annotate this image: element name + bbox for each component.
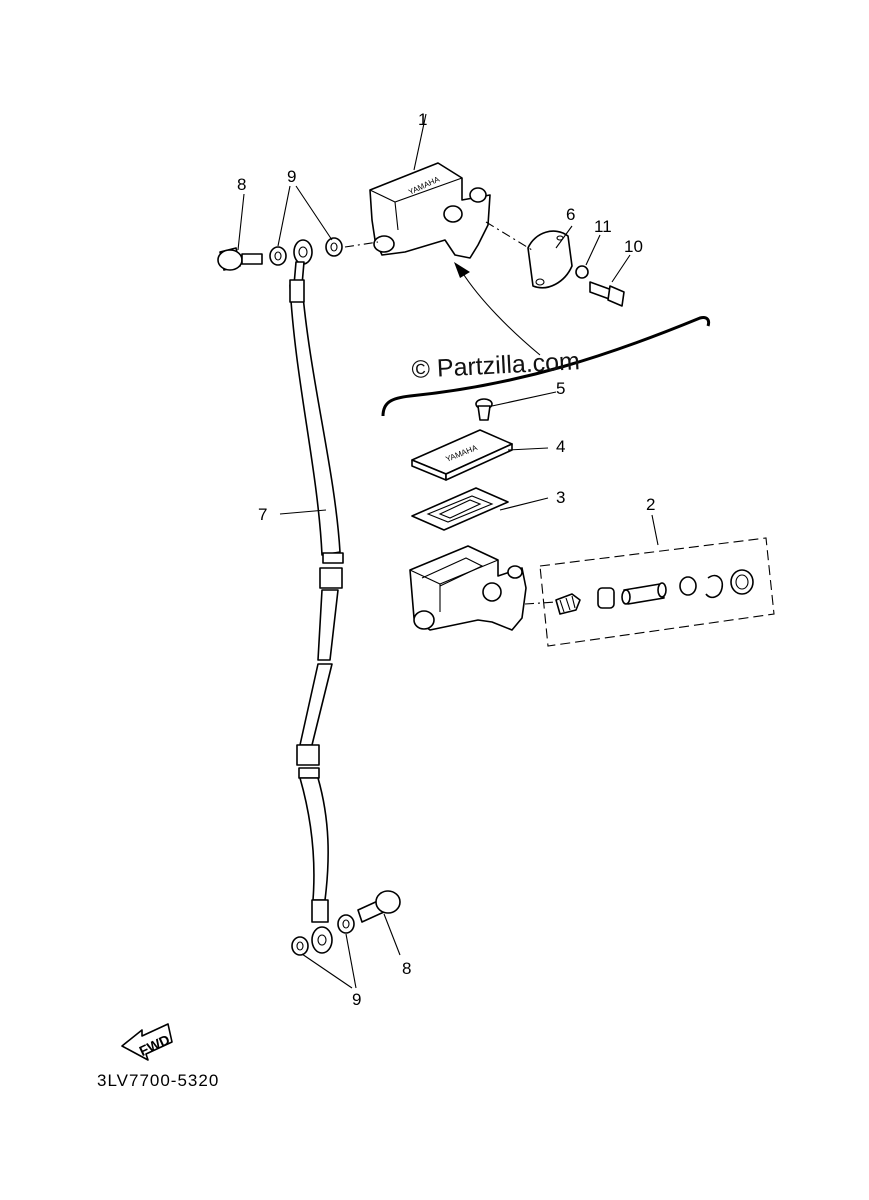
callout-8-top: 8 xyxy=(237,175,246,194)
hose-banjo-bottom[interactable] xyxy=(311,926,333,954)
master-cylinder-body[interactable] xyxy=(409,545,527,631)
callout-9-bottom: 9 xyxy=(352,990,361,1009)
crush-washer-bottom-left[interactable] xyxy=(291,936,309,956)
callout-8-bottom: 8 xyxy=(402,959,411,978)
callout-7: 7 xyxy=(258,505,267,524)
piston-kit-parts[interactable] xyxy=(555,569,754,615)
hose-banjo-top[interactable] xyxy=(293,239,313,286)
forward-arrow-icon: FWD xyxy=(121,1023,173,1061)
diaphragm-3[interactable] xyxy=(411,487,509,531)
reservoir-cap-4[interactable]: YAMAHA xyxy=(411,429,513,481)
cap-screw-5[interactable] xyxy=(475,398,493,421)
master-cylinder-assembled[interactable]: YAMAHA xyxy=(369,162,491,259)
callout-6: 6 xyxy=(566,205,575,224)
callout-2: 2 xyxy=(646,495,655,514)
handlebar-clamp[interactable] xyxy=(527,230,573,289)
callout-11: 11 xyxy=(594,217,612,236)
callout-10: 10 xyxy=(624,237,643,256)
callout-1: 1 xyxy=(418,110,427,129)
callout-4: 4 xyxy=(556,437,565,456)
brake-hose[interactable] xyxy=(289,279,344,923)
diagram-code: 3LV7700-5320 xyxy=(97,1071,219,1090)
washer-11[interactable] xyxy=(575,265,589,279)
bolt-10[interactable] xyxy=(589,281,625,307)
crush-washer-top-left[interactable] xyxy=(269,246,287,266)
callout-5: 5 xyxy=(556,379,565,398)
crush-washer-top-right[interactable] xyxy=(325,237,343,257)
assembly-arrow-head xyxy=(454,262,470,278)
banjo-bolt-top[interactable] xyxy=(217,247,263,271)
banjo-bolt-bottom[interactable] xyxy=(357,890,401,923)
exploded-view-bracket xyxy=(381,316,711,417)
piston-kit-box xyxy=(539,537,775,647)
crush-washer-bottom-right[interactable] xyxy=(337,914,355,934)
callout-3: 3 xyxy=(556,488,565,507)
callout-9-top: 9 xyxy=(287,167,296,186)
